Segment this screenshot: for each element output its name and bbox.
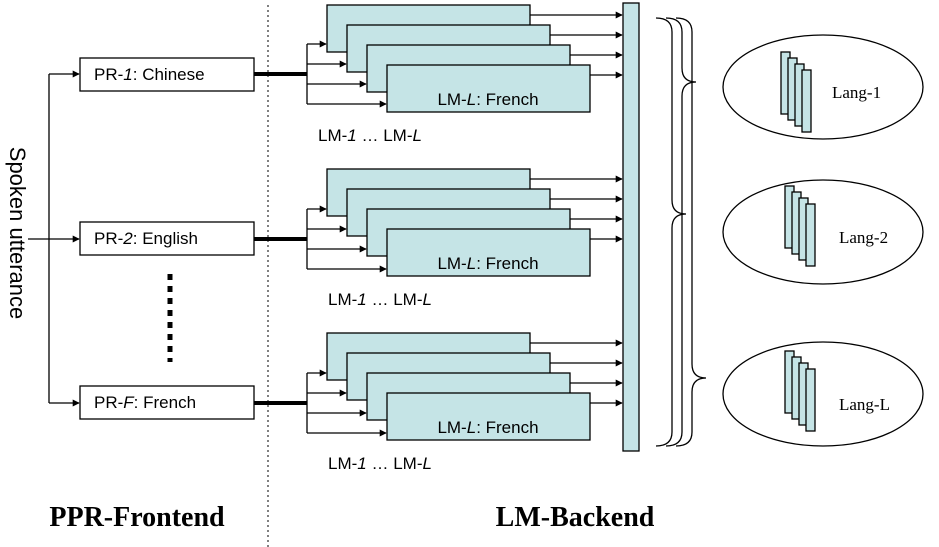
phone-recognizer-2: PR-2: English (79, 221, 255, 256)
lm-group-1: LM-L: French LM-1 … LM-L (306, 4, 623, 145)
lm-range-label: LM-1 … LM-L (318, 126, 422, 145)
phone-recognizer-1: PR-1: Chinese (79, 57, 255, 92)
svg-text:PR-2: English: PR-2: English (94, 229, 198, 248)
lm-front-label: LM-L: French (437, 90, 538, 109)
lm-box (386, 392, 591, 441)
frontend-title: PPR-Frontend (49, 502, 225, 533)
lm-range-label: LM-1 … LM-L (328, 290, 432, 309)
classifier-label: Lang-1 (832, 83, 881, 102)
lm-front-label: LM-L: French (437, 418, 538, 437)
spoken-utterance-label: Spoken utterance (5, 147, 30, 319)
classifier-label: Lang-L (839, 395, 890, 414)
lm-group-f: LM-L: French LM-1 … LM-L (306, 332, 623, 473)
backend-title: LM-Backend (496, 502, 655, 533)
score-vector-bar (622, 2, 640, 452)
phone-recognizer-f: PR-F: French (79, 385, 255, 420)
classifier-stack (784, 350, 816, 432)
curly-braces (655, 17, 707, 447)
input-lines (28, 70, 80, 407)
classifier-label: Lang-2 (839, 228, 888, 247)
classifier-lang-2: Lang-2 (722, 179, 924, 285)
classifier-lang-1: Lang-1 (722, 34, 924, 140)
lm-box (386, 228, 591, 277)
lm-front-label: LM-L: French (437, 254, 538, 273)
lm-group-2: LM-L: French LM-1 … LM-L (306, 168, 623, 309)
lm-box (386, 64, 591, 113)
classifier-stack (780, 51, 812, 133)
classifier-stack (784, 185, 816, 267)
classifier-lang-l: Lang-L (722, 341, 924, 447)
pr-to-lm-connectors (254, 72, 307, 405)
svg-text:PR-F: French: PR-F: French (94, 393, 196, 412)
lm-range-label: LM-1 … LM-L (328, 454, 432, 473)
svg-text:PR-1: Chinese: PR-1: Chinese (94, 65, 205, 84)
